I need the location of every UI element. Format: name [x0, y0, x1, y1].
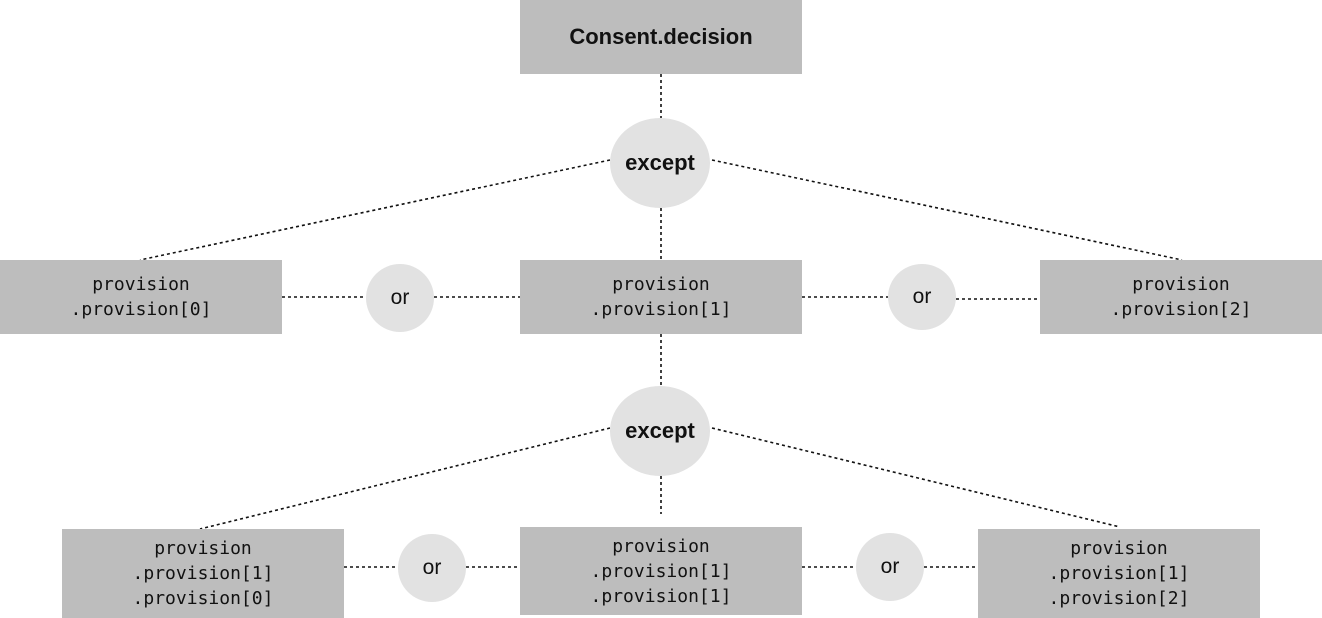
provision-node-0: provision .provision[0]	[0, 260, 282, 334]
or-label: or	[912, 285, 932, 308]
or-operator-top-right: or	[888, 264, 956, 330]
provision-line: provision	[612, 535, 710, 557]
provision-line: .provision[1]	[132, 563, 274, 584]
provision-node-1: provision .provision[1]	[520, 260, 802, 334]
provision-line: provision	[154, 538, 252, 559]
provision-line: .provision[1]	[590, 560, 732, 582]
or-operator-bottom-left: or	[398, 534, 466, 602]
provision-node-1-1: provision .provision[1] .provision[1]	[520, 527, 802, 615]
provision-line: .provision[0]	[132, 588, 274, 609]
or-operator-top-left: or	[366, 264, 434, 332]
or-operator-bottom-right: or	[856, 533, 924, 601]
provision-line: .provision[1]	[590, 299, 732, 320]
except-label: except	[625, 150, 695, 175]
connector-except-provision-1-2	[711, 427, 1121, 528]
provision-line: provision	[1132, 274, 1230, 295]
provision-line: provision	[92, 274, 190, 295]
or-label: or	[390, 286, 410, 309]
provision-line: .provision[1]	[590, 585, 732, 607]
connector-except-provision-2	[711, 159, 1183, 261]
connector-except-provision-1-0	[199, 427, 611, 530]
provision-node-2: provision .provision[2]	[1040, 260, 1322, 334]
provision-node-1-0: provision .provision[1] .provision[0]	[62, 529, 344, 618]
root-label: Consent.decision	[569, 24, 753, 49]
root-node: Consent.decision	[520, 0, 802, 74]
or-label: or	[880, 555, 900, 578]
except-label: except	[625, 418, 695, 443]
provision-node-1-2: provision .provision[1] .provision[2]	[978, 529, 1260, 618]
provision-line: .provision[1]	[1048, 563, 1190, 584]
connector-except-provision-0	[139, 159, 611, 261]
or-label: or	[422, 556, 442, 579]
provision-line: .provision[2]	[1048, 588, 1190, 609]
except-operator-bottom: except	[610, 386, 710, 476]
provision-line: .provision[2]	[1110, 299, 1252, 320]
provision-line: provision	[1070, 538, 1168, 559]
provision-line: provision	[612, 274, 710, 295]
except-operator-top: except	[610, 118, 710, 208]
provision-line: .provision[0]	[70, 299, 212, 320]
